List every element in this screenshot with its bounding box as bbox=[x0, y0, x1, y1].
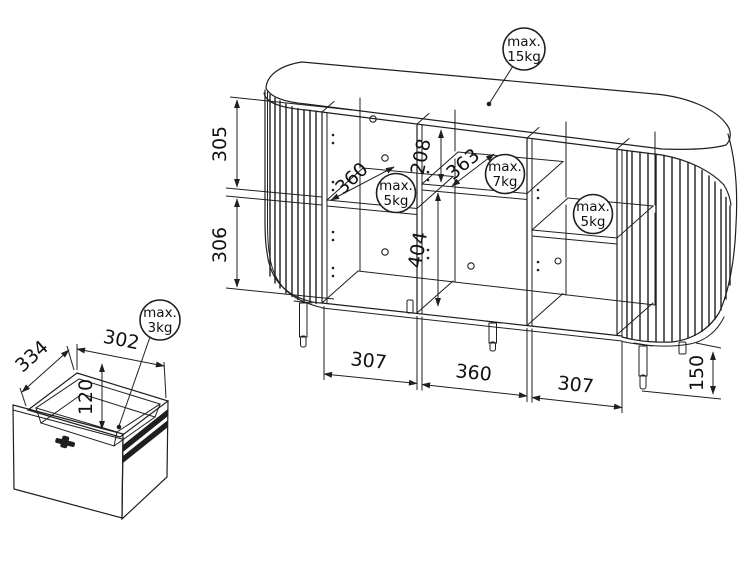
load-drawer-value: 3kg bbox=[148, 320, 173, 336]
right-inner-wall bbox=[616, 148, 623, 336]
dimension-middle-heights: 208 404 bbox=[404, 129, 444, 307]
dim-307-right: 307 bbox=[556, 372, 594, 398]
middle-shelf bbox=[420, 151, 565, 200]
dimension-drawer-depth: 334 bbox=[11, 336, 75, 407]
load-limit-middle-shelf: max. 7kg bbox=[484, 153, 526, 195]
load-middle-prefix: max. bbox=[488, 159, 522, 175]
dimension-upper-height: 305 306 bbox=[209, 96, 353, 300]
load-limit-left-shelf: max. 5kg bbox=[375, 172, 417, 214]
load-limit-right-shelf: max. 5kg bbox=[572, 193, 614, 235]
cabinet-interior bbox=[321, 97, 656, 342]
dim-120: 120 bbox=[75, 379, 97, 415]
leg-front-left bbox=[293, 300, 313, 348]
leg-front-middle bbox=[484, 320, 502, 352]
load-top-prefix: max. bbox=[507, 34, 541, 50]
dim-305: 305 bbox=[209, 126, 231, 162]
left-inner-wall bbox=[321, 111, 328, 304]
load-drawer-prefix: max. bbox=[143, 305, 177, 321]
dim-150: 150 bbox=[686, 355, 708, 391]
dim-306: 306 bbox=[209, 227, 231, 263]
dim-334: 334 bbox=[11, 336, 53, 377]
load-right-prefix: max. bbox=[576, 199, 610, 215]
dim-360-bottom: 360 bbox=[454, 360, 492, 386]
leg-rear-left bbox=[406, 299, 414, 314]
drawer-handle bbox=[55, 435, 76, 449]
dimension-drawer-inner-height: 120 bbox=[75, 363, 105, 430]
cabinet-left-slat-panel bbox=[264, 89, 323, 308]
dim-302: 302 bbox=[101, 326, 141, 355]
back-panel-edges bbox=[359, 97, 656, 306]
load-left-value: 5kg bbox=[384, 193, 409, 209]
dim-307-left: 307 bbox=[349, 348, 387, 374]
leg-rear-right bbox=[678, 341, 687, 355]
divider-1 bbox=[416, 123, 423, 315]
load-right-value: 5kg bbox=[581, 214, 606, 230]
load-middle-value: 7kg bbox=[493, 174, 518, 190]
load-left-prefix: max. bbox=[379, 178, 413, 194]
drawer-body bbox=[12, 372, 170, 521]
cabinet-drawing: 305 306 208 404 360 363 bbox=[209, 27, 738, 413]
load-limit-top: max. 15kg bbox=[486, 27, 546, 107]
cabinet-top-panel bbox=[263, 61, 732, 206]
load-top-value: 15kg bbox=[507, 49, 541, 65]
dim-363-shelf: 363 bbox=[442, 144, 484, 184]
load-limit-badges: max. 15kg max. 5kg max. 7kg max. 5kg bbox=[375, 27, 614, 235]
dim-404: 404 bbox=[404, 230, 432, 270]
dimension-bottom-widths: 307 360 307 bbox=[323, 306, 623, 413]
dim-208: 208 bbox=[407, 137, 436, 177]
load-limit-drawer: max. 3kg bbox=[116, 299, 181, 430]
right-shelf bbox=[530, 197, 655, 245]
divider-2 bbox=[526, 137, 533, 327]
leg-front-right bbox=[633, 342, 653, 390]
cabinet-right-slat-panel bbox=[621, 133, 738, 347]
drawer-front-panel bbox=[12, 404, 124, 519]
dimension-leg-height: 150 bbox=[641, 342, 722, 400]
drawer-detail-drawing: 334 302 120 max. 3kg bbox=[11, 299, 181, 521]
dim-360-shelf: 360 bbox=[331, 158, 373, 199]
cabinet-legs bbox=[293, 299, 687, 390]
